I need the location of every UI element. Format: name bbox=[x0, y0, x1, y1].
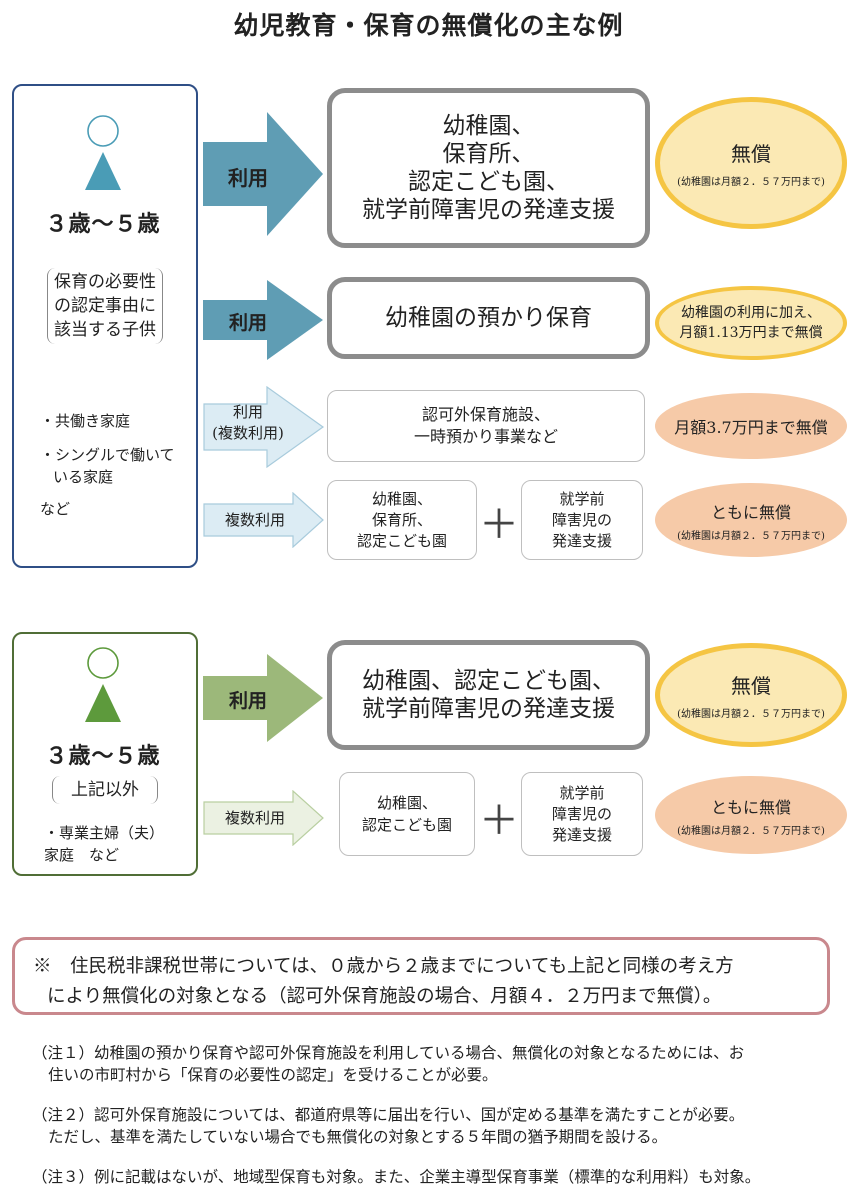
facility-line: 就学前 bbox=[559, 489, 605, 508]
footnote-line: 住いの市町村から「保育の必要性の認定」を受けることが必要。 bbox=[48, 1066, 498, 1084]
facility-line: 発達支援 bbox=[551, 825, 612, 844]
example-line: など bbox=[40, 500, 71, 518]
result-main: ともに無償 bbox=[710, 797, 791, 817]
facility-line: 認定こども園 bbox=[361, 816, 452, 834]
notice-line: により無償化の対象となる（認可外保育施設の場合、月額４．２万円まで無償）。 bbox=[47, 986, 722, 1007]
person-icon-blue bbox=[85, 115, 121, 190]
example-line: ・専業主婦（夫） bbox=[44, 824, 165, 842]
facility-line: 幼稚園、 bbox=[371, 489, 432, 508]
facility-box-g2-row2-a: 幼稚園、 認定こども園 bbox=[339, 772, 475, 856]
facility-box-row2: 幼稚園の預かり保育 bbox=[327, 277, 650, 359]
arrow-row4 bbox=[203, 492, 324, 548]
example-line: ・共働き家庭 bbox=[40, 412, 131, 430]
notice-line: ※ 住民税非課税世帯については、０歳から２歳までについても上記と同様の考え方 bbox=[33, 956, 734, 977]
facility-line: 就学前障害児の発達支援 bbox=[362, 197, 615, 223]
result-oval-row3: 月額3.7万円まで無償 bbox=[655, 393, 847, 459]
group1-age: ３歳～５歳 bbox=[45, 211, 161, 237]
group1-examples: ・共働き家庭 ・シングルで働いて いる家庭 など bbox=[40, 410, 190, 520]
facility-line: 保育所、 bbox=[442, 141, 535, 167]
footnote-line: ただし、基準を満たしていない場合でも無償化の対象とする５年間の猶予期間を設ける。 bbox=[48, 1128, 668, 1146]
footnote-line: （注２）認可外保育施設については、都道府県等に届出を行い、国が定める基準を満たす… bbox=[32, 1106, 745, 1124]
footnote-1: （注１）幼稚園の預かり保育や認可外保育施設を利用している場合、無償化の対象となる… bbox=[32, 1042, 842, 1086]
result-line: 幼稚園の利用に加え、 bbox=[681, 305, 821, 321]
facility-line: 発達支援 bbox=[551, 531, 612, 550]
group2-age: ３歳～５歳 bbox=[45, 743, 161, 769]
result-main: 無償 bbox=[731, 674, 771, 698]
facility-line: 一時預かり事業など bbox=[413, 427, 558, 446]
example-line: いる家庭 bbox=[53, 468, 114, 486]
group1-condition: 保育の必要性 の認定事由に 該当する子供 bbox=[30, 268, 180, 344]
result-sub: (幼稚園は月額２．５７万円まで) bbox=[677, 709, 825, 720]
facility-line: 就学前 bbox=[559, 783, 605, 802]
group2-condition: 上記以外 bbox=[30, 776, 180, 804]
condition-line: 保育の必要性 bbox=[54, 272, 156, 292]
result-main: 無償 bbox=[731, 142, 771, 166]
group2-panel bbox=[12, 632, 198, 876]
result-main: 月額3.7万円まで無償 bbox=[674, 418, 828, 437]
arrow-row2 bbox=[203, 280, 323, 360]
footnote-2: （注２）認可外保育施設については、都道府県等に届出を行い、国が定める基準を満たす… bbox=[32, 1104, 842, 1148]
arrow-label-line: (複数利用) bbox=[212, 424, 284, 442]
person-icon-green bbox=[85, 647, 121, 722]
example-line: ・シングルで働いて bbox=[40, 446, 175, 464]
arrow-label-row1: 利用 bbox=[228, 166, 268, 190]
notice-box: ※ 住民税非課税世帯については、０歳から２歳までについても上記と同様の考え方 に… bbox=[12, 937, 830, 1015]
result-sub: (幼稚園は月額２．５７万円まで) bbox=[677, 177, 825, 188]
result-oval-g2-row1: 無償 (幼稚園は月額２．５７万円まで) bbox=[655, 643, 847, 747]
result-oval-row4: ともに無償 (幼稚園は月額２．５７万円まで) bbox=[655, 483, 847, 557]
result-sub: (幼稚園は月額２．５７万円まで) bbox=[677, 530, 825, 542]
plus-sign: ＋ bbox=[479, 798, 519, 844]
arrow-row1 bbox=[203, 112, 323, 236]
plus-sign: ＋ bbox=[479, 502, 519, 548]
condition-line: 上記以外 bbox=[71, 780, 139, 800]
page-title: 幼児教育・保育の無償化の主な例 bbox=[233, 11, 624, 40]
result-oval-row1: 無償 (幼稚園は月額２．５７万円まで) bbox=[655, 97, 847, 229]
facility-line: 障害児の bbox=[551, 804, 612, 823]
arrow-g2-row2 bbox=[203, 790, 324, 846]
facility-box-row4-a: 幼稚園、 保育所、 認定こども園 bbox=[327, 480, 477, 560]
facility-line: 就学前障害児の発達支援 bbox=[362, 696, 615, 722]
facility-box-row4-b: 就学前 障害児の 発達支援 bbox=[521, 480, 643, 560]
arrow-g2-row1 bbox=[203, 654, 323, 742]
facility-line: 認定こども園、 bbox=[408, 169, 569, 195]
result-line: 月額1.13万円まで無償 bbox=[679, 325, 823, 341]
arrow-label-row2: 利用 bbox=[228, 312, 267, 334]
arrow-label-g2-row2: 複数利用 bbox=[224, 809, 285, 827]
condition-line: の認定事由に bbox=[54, 296, 156, 316]
facility-box-row3: 認可外保育施設、 一時預かり事業など bbox=[327, 390, 645, 462]
facility-line: 障害児の bbox=[551, 510, 612, 529]
result-oval-g2-row2: ともに無償 (幼稚園は月額２．５７万円まで) bbox=[655, 776, 847, 854]
arrow-row3 bbox=[203, 386, 325, 468]
footnote-3: （注３）例に記載はないが、地域型保育も対象。また、企業主導型保育事業（標準的な利… bbox=[32, 1166, 842, 1188]
arrow-label-g2-row1: 利用 bbox=[228, 690, 267, 712]
footnote-line: （注１）幼稚園の預かり保育や認可外保育施設を利用している場合、無償化の対象となる… bbox=[32, 1044, 745, 1062]
facility-line: 認定こども園 bbox=[356, 531, 447, 550]
condition-line: 該当する子供 bbox=[54, 320, 156, 340]
group2-examples: ・専業主婦（夫） 家庭 など bbox=[44, 822, 194, 866]
result-oval-row2: 幼稚園の利用に加え、 月額1.13万円まで無償 bbox=[655, 286, 847, 360]
facility-line: 認可外保育施設、 bbox=[421, 405, 550, 424]
result-main: ともに無償 bbox=[710, 502, 791, 522]
facility-box-g2-row1: 幼稚園、認定こども園、 就学前障害児の発達支援 bbox=[327, 640, 650, 750]
example-line: 家庭 など bbox=[44, 846, 120, 864]
result-sub: (幼稚園は月額２．５７万円まで) bbox=[677, 825, 825, 837]
footnote-line: （注３）例に記載はないが、地域型保育も対象。また、企業主導型保育事業（標準的な利… bbox=[32, 1168, 761, 1186]
arrow-label-row4: 複数利用 bbox=[224, 511, 285, 529]
facility-line: 幼稚園の預かり保育 bbox=[385, 305, 592, 331]
facility-line: 保育所、 bbox=[371, 510, 432, 529]
facility-line: 幼稚園、 bbox=[376, 794, 437, 812]
facility-line: 幼稚園、認定こども園、 bbox=[362, 668, 615, 694]
facility-line: 幼稚園、 bbox=[442, 113, 535, 139]
arrow-label-line: 利用 bbox=[232, 403, 263, 421]
arrow-label-row3: 利用 (複数利用) bbox=[203, 402, 293, 444]
facility-box-row1: 幼稚園、 保育所、 認定こども園、 就学前障害児の発達支援 bbox=[327, 88, 650, 248]
facility-box-g2-row2-b: 就学前 障害児の 発達支援 bbox=[521, 772, 643, 856]
